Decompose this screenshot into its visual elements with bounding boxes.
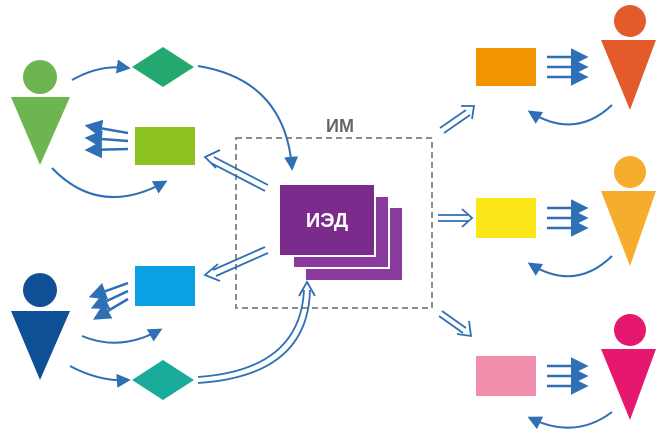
left-bottom-person-icon bbox=[11, 273, 70, 380]
left-top-arrow-person-to-diamond bbox=[71, 59, 131, 81]
im-container-frame bbox=[235, 137, 433, 309]
double-arrow-core-to-right-bottom bbox=[438, 310, 473, 338]
left-top-person-icon bbox=[11, 60, 70, 165]
double-arrow-core-to-right-top bbox=[439, 105, 476, 134]
double-arrow-core-to-right-middle bbox=[438, 208, 474, 228]
right-top-person-icon bbox=[601, 5, 656, 110]
left-bottom-double-arrow-diamond-to-core bbox=[197, 280, 316, 384]
left-top-rect bbox=[135, 127, 195, 165]
left-bottom-arrow-person-to-diamond bbox=[69, 365, 131, 388]
right-top-arrow-person-to-rect bbox=[527, 104, 613, 126]
left-top-arrow-person-to-rect bbox=[51, 167, 168, 199]
right-bottom-rect bbox=[476, 356, 536, 396]
right-middle-rect bbox=[476, 198, 536, 238]
double-arrow-core-to-left-bottom-rect bbox=[203, 246, 269, 282]
core-label: ИЭД bbox=[306, 210, 348, 232]
right-middle-person-icon bbox=[601, 156, 656, 266]
right-bottom-person-icon bbox=[601, 314, 656, 420]
left-bottom-rect bbox=[135, 266, 195, 306]
left-top-diamond bbox=[132, 47, 194, 87]
right-bottom-arrow-person-to-rect bbox=[527, 411, 613, 430]
left-top-arrow-diamond-to-core bbox=[197, 65, 299, 171]
right-bottom-speed-arrows-icon bbox=[547, 357, 589, 395]
core-layer-front bbox=[278, 183, 376, 257]
right-top-rect bbox=[476, 48, 536, 86]
double-arrow-core-to-left-top-rect bbox=[203, 149, 269, 192]
right-top-speed-arrows-icon bbox=[547, 48, 589, 86]
right-middle-speed-arrows-icon bbox=[547, 199, 589, 237]
right-middle-arrow-person-to-rect bbox=[527, 255, 613, 278]
left-bottom-arrow-person-to-rect bbox=[81, 328, 163, 344]
left-top-speed-arrows-icon bbox=[84, 119, 129, 159]
left-bottom-diamond bbox=[132, 360, 194, 400]
left-bottom-speed-arrows-icon bbox=[88, 281, 129, 320]
im-container-label: ИМ bbox=[326, 116, 354, 136]
